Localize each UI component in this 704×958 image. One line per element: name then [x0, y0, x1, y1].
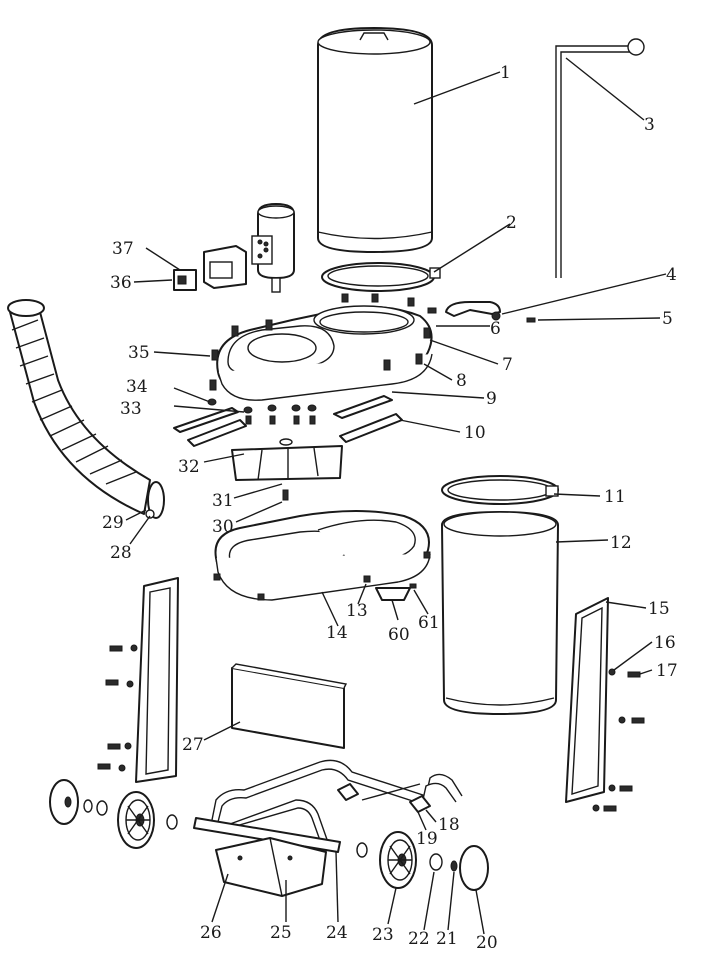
- wheel-left: [117, 791, 155, 849]
- washer-right-a: [356, 842, 368, 858]
- callout-6: 6: [490, 319, 501, 339]
- callout-37: 37: [112, 239, 134, 259]
- bracket-10: [339, 413, 403, 443]
- callout-3: 3: [644, 115, 655, 135]
- screw-5: [526, 317, 536, 323]
- washer-22: [429, 853, 443, 871]
- flex-hose: [7, 299, 165, 519]
- callout-2: 2: [506, 213, 517, 233]
- callout-19: 19: [416, 829, 438, 849]
- callout-33: 33: [120, 399, 142, 419]
- callout-12: 12: [610, 533, 632, 553]
- bracket-33: [173, 407, 247, 447]
- callout-15: 15: [648, 599, 670, 619]
- callout-16: 16: [654, 633, 676, 653]
- filter-bag-upper: [317, 27, 433, 253]
- washer-left-b: [96, 800, 108, 816]
- ring-screws: [341, 293, 437, 314]
- callout-31: 31: [212, 491, 234, 511]
- motor: [251, 203, 295, 293]
- axle: [193, 817, 341, 853]
- callout-23: 23: [372, 925, 394, 945]
- callout-24: 24: [326, 923, 348, 943]
- switch-box: [203, 245, 247, 289]
- callout-28: 28: [110, 543, 132, 563]
- callout-1: 1: [500, 63, 511, 83]
- callout-14: 14: [326, 623, 348, 643]
- bracket-9: [333, 395, 393, 419]
- callout-18: 18: [438, 815, 460, 835]
- callout-7: 7: [502, 355, 513, 375]
- support-rod: [555, 38, 645, 278]
- callout-26: 26: [200, 923, 222, 943]
- nut-13: [363, 575, 371, 583]
- hub-cap-left: [49, 779, 79, 825]
- clamp-ring-lower: [441, 475, 559, 505]
- callout-35: 35: [128, 343, 150, 363]
- cup-60: [375, 587, 411, 601]
- callout-8: 8: [456, 371, 467, 391]
- bin-bracket: [215, 837, 327, 897]
- callout-30: 30: [212, 517, 234, 537]
- leader-lines: [125, 57, 667, 935]
- washer-21: [450, 860, 458, 872]
- callout-17: 17: [656, 661, 678, 681]
- callout-36: 36: [110, 273, 132, 293]
- callout-29: 29: [102, 513, 124, 533]
- side-panel-right: [565, 597, 609, 803]
- callout-34: 34: [126, 377, 148, 397]
- washer-61: [409, 583, 417, 589]
- callout-5: 5: [662, 309, 673, 329]
- callout-25: 25: [270, 923, 292, 943]
- switch: [173, 269, 197, 291]
- wheel-right: [379, 831, 417, 889]
- callout-21: 21: [436, 929, 458, 949]
- collection-bag: [441, 511, 559, 715]
- callout-22: 22: [408, 929, 430, 949]
- callout-9: 9: [486, 389, 497, 409]
- callout-20: 20: [476, 933, 498, 953]
- lower-frame: [213, 510, 431, 601]
- callout-10: 10: [464, 423, 486, 443]
- back-plate: [231, 663, 348, 749]
- washer-left-a: [83, 799, 93, 813]
- side-panel-left-bolts: [97, 644, 138, 772]
- callout-60: 60: [388, 625, 410, 645]
- washer-left-c: [166, 814, 178, 830]
- hub-cap-right: [459, 845, 489, 891]
- callout-27: 27: [182, 735, 204, 755]
- side-panel-left: [135, 577, 179, 783]
- housing-screws: [209, 319, 431, 391]
- callouts: 1 2 3 4 5 6 7 8 9 10 11 12 13 14 15 16 1…: [102, 63, 678, 953]
- callout-32: 32: [178, 457, 200, 477]
- callout-4: 4: [666, 265, 677, 285]
- callout-13: 13: [346, 601, 368, 621]
- callout-11: 11: [604, 487, 626, 507]
- side-panel-right-bolts: [592, 668, 645, 812]
- impeller-bolt: [282, 489, 289, 501]
- clamp-handle: [445, 301, 501, 321]
- clamp-ring-upper: [321, 262, 441, 292]
- callout-61: 61: [418, 613, 440, 633]
- impeller: [231, 438, 343, 481]
- washer-row: [207, 398, 317, 425]
- housing-plate: [216, 305, 433, 401]
